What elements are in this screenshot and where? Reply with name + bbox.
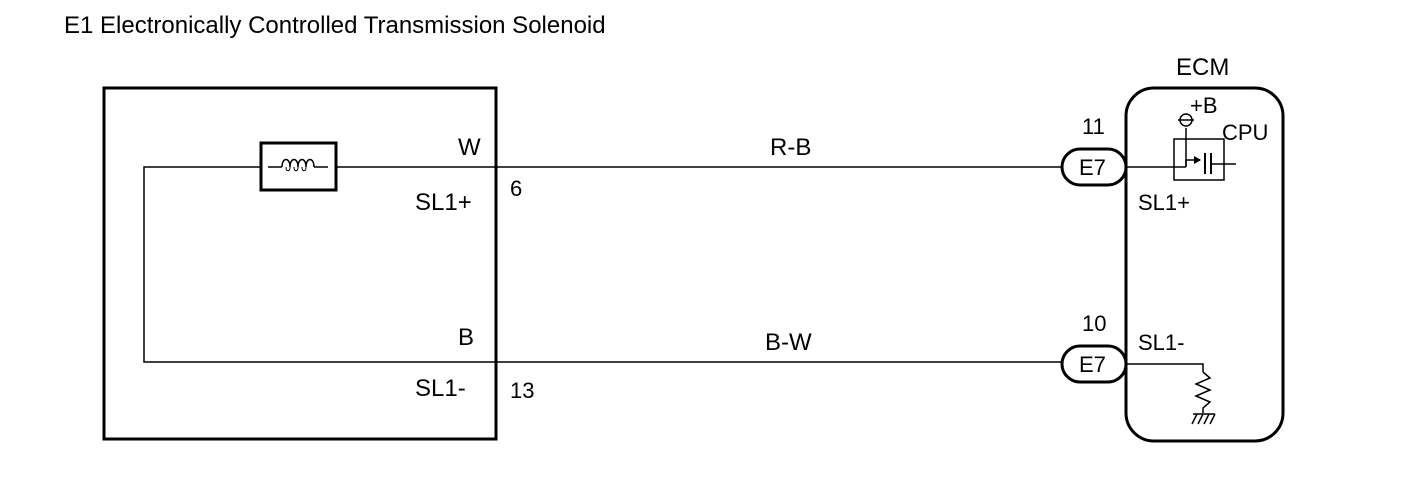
wire-color-r-b: R-B: [770, 134, 811, 161]
connector-e7-lower-label: E7: [1079, 352, 1106, 377]
pin-terminal-sl1-minus: SL1-: [415, 375, 466, 402]
connector-e7-upper-label: E7: [1079, 155, 1106, 180]
pin-color-b: B: [458, 324, 474, 351]
ecm-label: ECM: [1176, 54, 1229, 81]
wire-color-b-w: B-W: [765, 329, 812, 356]
pin-number-6: 6: [510, 176, 522, 201]
ecm-terminal-sl1-plus: SL1+: [1138, 190, 1190, 215]
pin-number-13: 13: [510, 378, 534, 403]
pin-terminal-sl1-plus: SL1+: [415, 189, 472, 216]
resistor-icon: [1194, 371, 1212, 413]
ground-icon: [1191, 413, 1216, 425]
diagram-title: E1 Electronically Controlled Transmissio…: [64, 12, 606, 39]
connector-pin-10: 10: [1082, 311, 1106, 336]
cpu-label: CPU: [1222, 120, 1268, 145]
connector-pin-11: 11: [1082, 114, 1105, 139]
ecm-terminal-sl1-minus: SL1-: [1138, 330, 1184, 355]
ecm-lower-wire: [1126, 363, 1204, 372]
solenoid-coil-icon: [259, 141, 338, 192]
ecm-box: [1124, 86, 1285, 443]
power-terminal-icon: [1178, 113, 1194, 127]
cpu-transistor-icon: [1173, 128, 1236, 181]
power-label: +B: [1190, 93, 1218, 118]
pin-color-w: W: [458, 134, 481, 161]
solenoid-box: [102, 86, 498, 441]
solenoid-internal-wire: [143, 166, 496, 363]
